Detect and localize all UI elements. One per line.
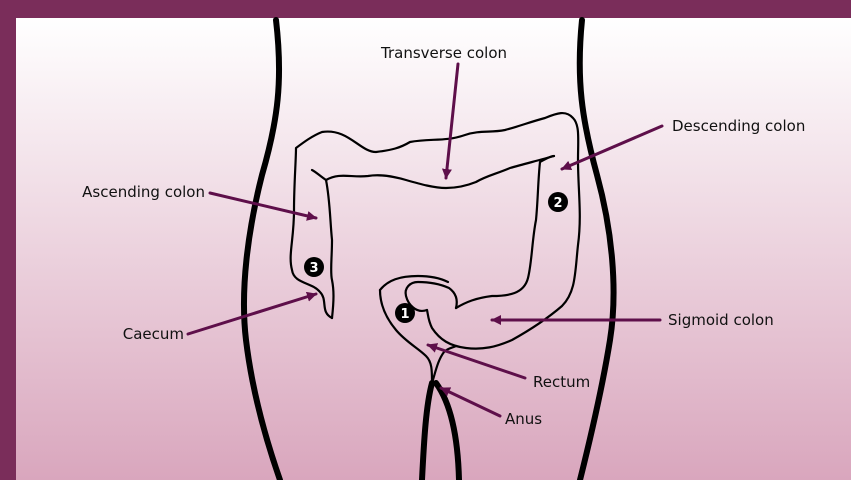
label-transverse-colon: Transverse colon — [380, 44, 507, 62]
label-caecum: Caecum — [123, 325, 184, 343]
marker-3: 3 — [304, 257, 324, 277]
label-ascending-colon: Ascending colon — [82, 183, 205, 201]
label-sigmoid-colon: Sigmoid colon — [668, 311, 774, 329]
background-panel — [16, 18, 851, 480]
svg-text:2: 2 — [553, 196, 562, 211]
label-rectum: Rectum — [533, 373, 590, 391]
label-anus: Anus — [505, 410, 542, 428]
svg-text:3: 3 — [309, 261, 318, 276]
marker-2: 2 — [548, 192, 568, 212]
svg-text:1: 1 — [400, 307, 409, 322]
marker-1: 1 — [395, 303, 415, 323]
label-descending-colon: Descending colon — [672, 117, 805, 135]
